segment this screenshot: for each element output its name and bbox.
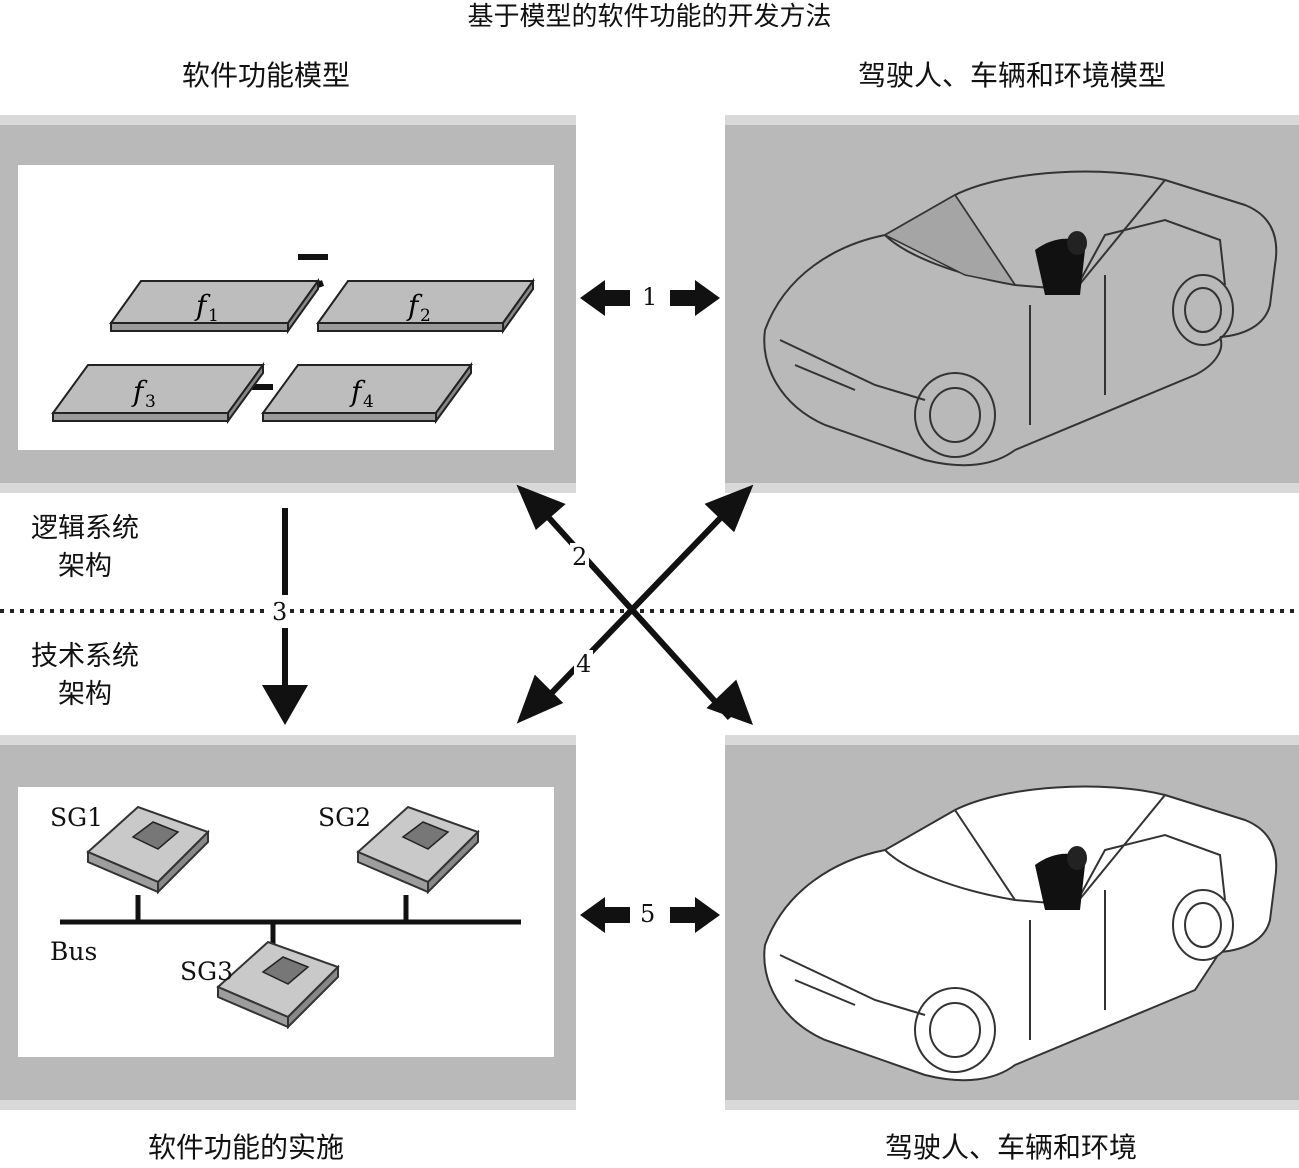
arrow-number-3: 3 (270, 598, 290, 626)
arrow-number-5: 5 (638, 900, 658, 928)
quadrant-title-top-right: 驾驶人、车辆和环境模型 (858, 59, 1167, 92)
ecu-label-sg1: SG1 (50, 803, 104, 832)
function-sub-f2: 2 (420, 306, 431, 326)
arrow-number-4: 4 (574, 650, 594, 678)
logical-architecture-line2: 架构 (58, 551, 112, 582)
bus-label: Bus (50, 937, 98, 966)
logical-architecture-line1: 逻辑系统 (31, 513, 139, 544)
arrow-number-1: 1 (640, 283, 660, 311)
arrow-5 (580, 897, 720, 933)
ecu-label-sg2: SG2 (318, 803, 372, 832)
ecu-label-sg3: SG3 (180, 957, 234, 986)
technical-architecture-line1: 技术系统 (31, 641, 139, 672)
technical-architecture-label: 技术系统 架构 (10, 638, 160, 714)
ecu-sg2-icon (356, 805, 480, 895)
function-block-f1: f 1 (109, 277, 320, 335)
software-implementation-panel: SG1 SG2 SG3 Bus (0, 735, 576, 1110)
software-function-model-panel: f 1 f 2 f 3 (0, 115, 576, 493)
ecu-sg3-icon (216, 940, 340, 1030)
function-network: f 1 f 2 f 3 (51, 254, 535, 425)
ecu-sg1-icon (86, 805, 210, 895)
car-real-illustration (763, 785, 1278, 1082)
quadrant-title-bottom-left: 软件功能的实施 (148, 1131, 345, 1164)
diagram-title: 基于模型的软件功能的开发方法 (467, 2, 832, 32)
driver-vehicle-environment-panel (725, 735, 1299, 1110)
driver-vehicle-environment-model-panel (725, 115, 1299, 493)
quadrant-title-bottom-right: 驾驶人、车辆和环境 (885, 1131, 1138, 1164)
function-block-f2: f 2 (316, 277, 535, 335)
arrow-number-2: 2 (570, 543, 590, 571)
arrow-1 (580, 280, 720, 316)
car-model-illustration (763, 170, 1278, 467)
function-block-f4: f 4 (261, 361, 473, 425)
technical-architecture-line2: 架构 (58, 679, 112, 710)
arrow-4 (516, 484, 754, 724)
function-sub-f4: 4 (363, 392, 374, 412)
function-sub-f1: 1 (208, 306, 219, 326)
arrow-3 (262, 508, 308, 725)
function-block-f3: f 3 (51, 361, 265, 425)
logical-architecture-label: 逻辑系统 架构 (10, 510, 160, 586)
ecu-bus-network (60, 805, 521, 1030)
function-sub-f3: 3 (145, 392, 156, 412)
quadrant-title-top-left: 软件功能模型 (182, 59, 351, 92)
